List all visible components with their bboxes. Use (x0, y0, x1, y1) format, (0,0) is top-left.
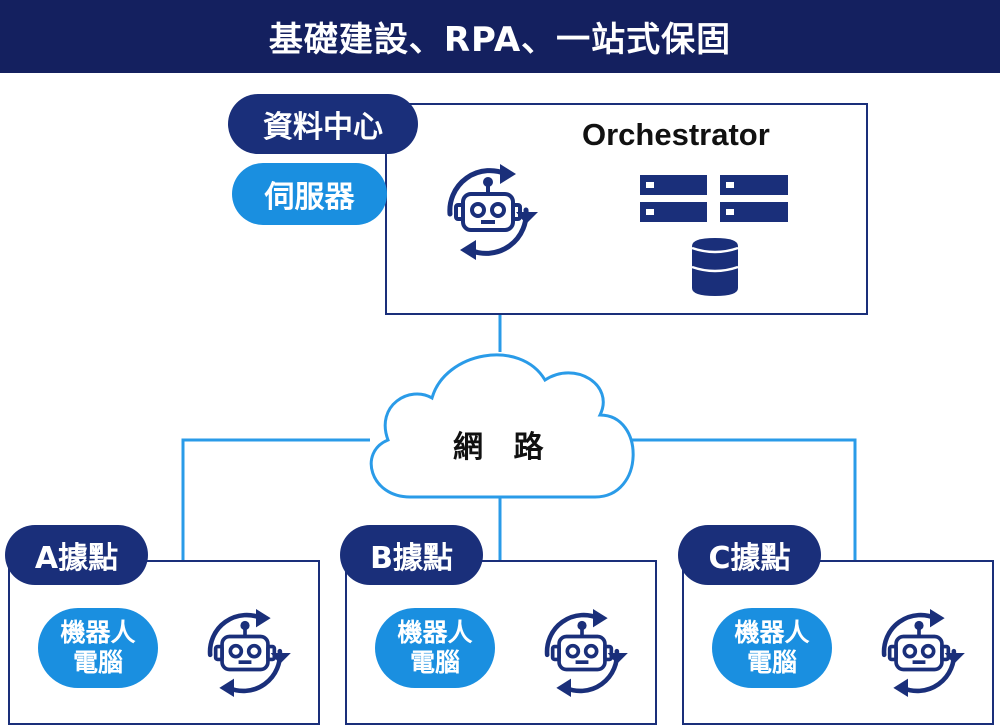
server-rack-icon (640, 175, 788, 222)
database-icon (691, 238, 739, 296)
title-bar: 基礎建設、RPA、一站式保固 (0, 0, 1000, 73)
site-c-label: C據點 (678, 525, 821, 585)
page-title: 基礎建設、RPA、一站式保固 (268, 20, 732, 60)
site-c-robot-pc: 機器人 電腦 (712, 608, 832, 688)
robot-pc-line2: 電腦 (746, 648, 797, 677)
robot-pc-line1: 機器人 (734, 618, 810, 647)
connector-site-c (630, 438, 857, 560)
network-label: 網 路 (453, 430, 554, 465)
robot-cycle-icon (881, 609, 965, 697)
server-badge: 伺服器 (232, 163, 387, 225)
connector-site-a (181, 438, 370, 560)
robot-cycle-icon (447, 164, 538, 260)
site-a-label: A據點 (5, 525, 148, 585)
site-b-robot-pc: 機器人 電腦 (375, 608, 495, 688)
datacenter-badge: 資料中心 (228, 94, 418, 154)
robot-pc-line1: 機器人 (60, 618, 136, 647)
robot-pc-line2: 電腦 (409, 648, 460, 677)
robot-pc-line1: 機器人 (397, 618, 473, 647)
site-a-robot-pc: 機器人 電腦 (38, 608, 158, 688)
orchestrator-title: Orchestrator (582, 117, 770, 152)
site-b-label: B據點 (340, 525, 483, 585)
robot-pc-line2: 電腦 (72, 648, 123, 677)
robot-cycle-icon (544, 609, 628, 697)
cloud-icon (369, 353, 635, 499)
robot-cycle-icon (207, 609, 291, 697)
